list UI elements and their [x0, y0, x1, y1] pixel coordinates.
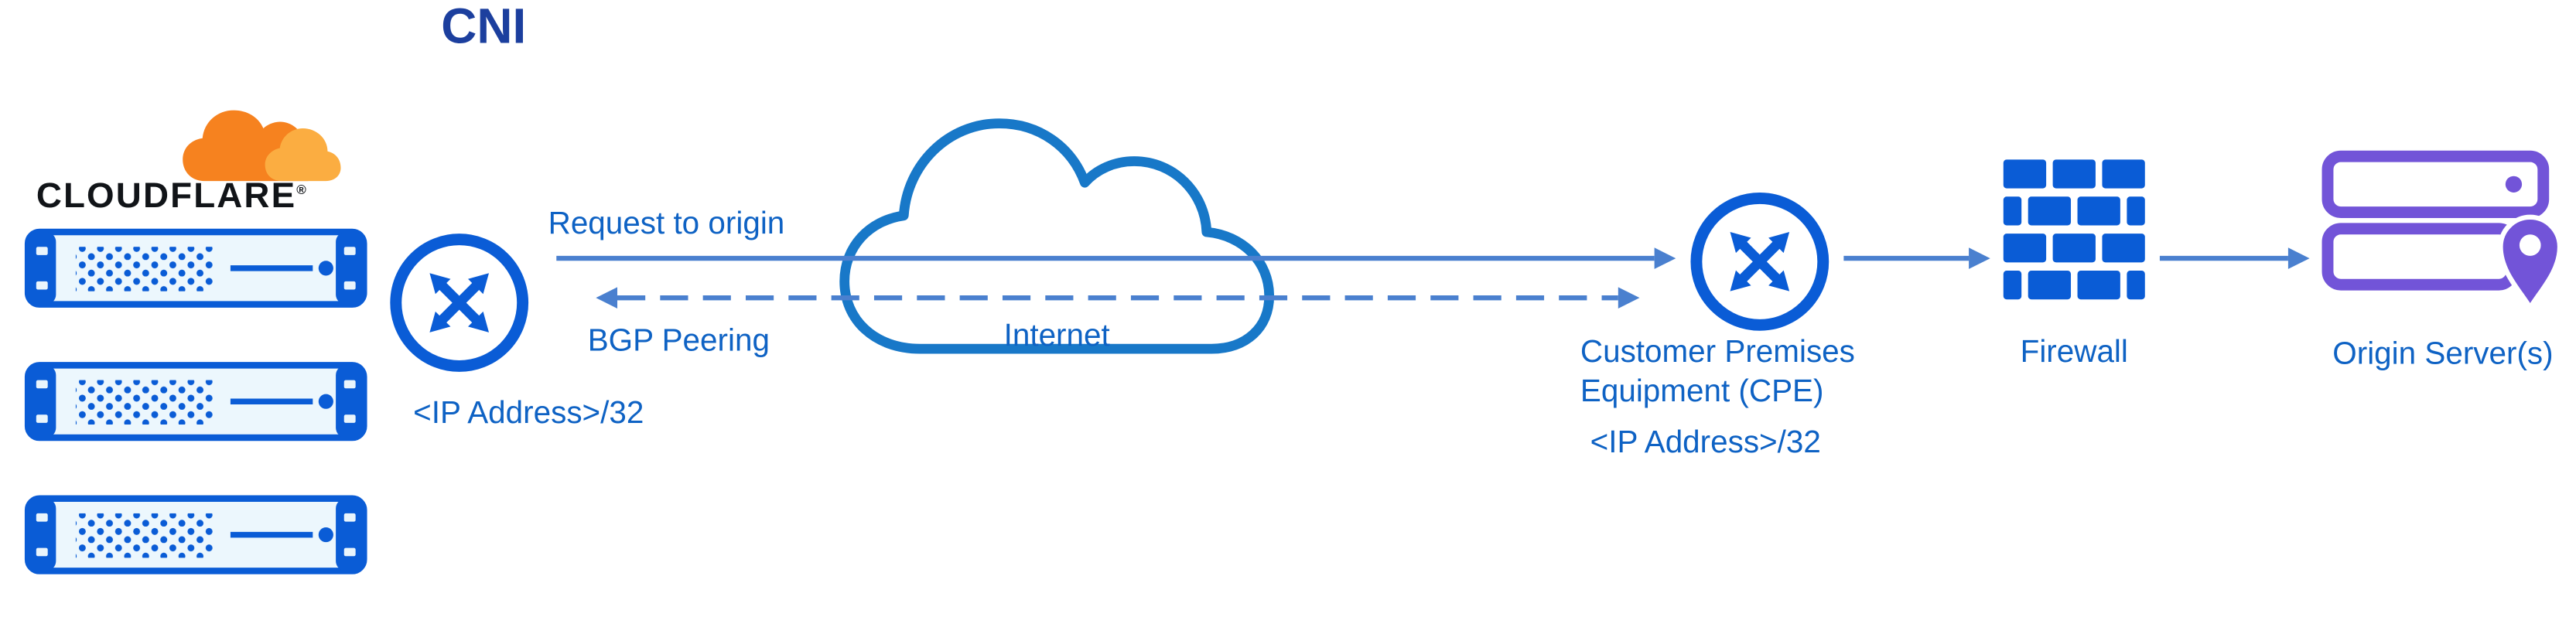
arrowhead-left	[596, 287, 617, 309]
bgp-peering-label: BGP Peering	[587, 324, 770, 359]
origin-server-label: Origin Server(s)	[2332, 337, 2554, 372]
arrowhead-right	[1654, 247, 1676, 269]
diagram-title: CNI	[441, 0, 527, 55]
location-pin-icon	[2498, 214, 2563, 313]
cloudflare-wordmark: CLOUDFLARE®	[36, 176, 308, 217]
cpe-router-icon	[1686, 188, 1834, 336]
registered-trademark: ®	[296, 182, 308, 198]
internet-label: Internet	[1003, 319, 1110, 354]
server-rack-icon	[23, 493, 369, 575]
arrowhead-right	[2287, 247, 2310, 269]
origin-server-icon	[2321, 150, 2563, 313]
cpe-name-line2: Equipment (CPE)	[1580, 375, 1824, 410]
arrowhead-right	[1618, 287, 1640, 309]
firewall-label: Firewall	[2020, 336, 2128, 370]
cloudflare-wordmark-text: CLOUDFLARE	[36, 176, 297, 216]
cpe-ip-label: <IP Address>/32	[1590, 426, 1821, 461]
cloudflare-router-ip-label: <IP Address>/32	[413, 396, 644, 431]
server-rack-icon	[23, 360, 369, 442]
cloudflare-logo-icon	[183, 110, 341, 182]
cpe-name-line1: Customer Premises	[1580, 336, 1855, 370]
router-icon	[385, 229, 534, 377]
request-to-origin-label: Request to origin	[548, 207, 785, 242]
server-rack-icon	[23, 227, 369, 309]
internet-cloud-icon	[839, 118, 1275, 354]
firewall-icon	[2003, 159, 2145, 300]
arrowhead-right	[1969, 247, 1990, 269]
